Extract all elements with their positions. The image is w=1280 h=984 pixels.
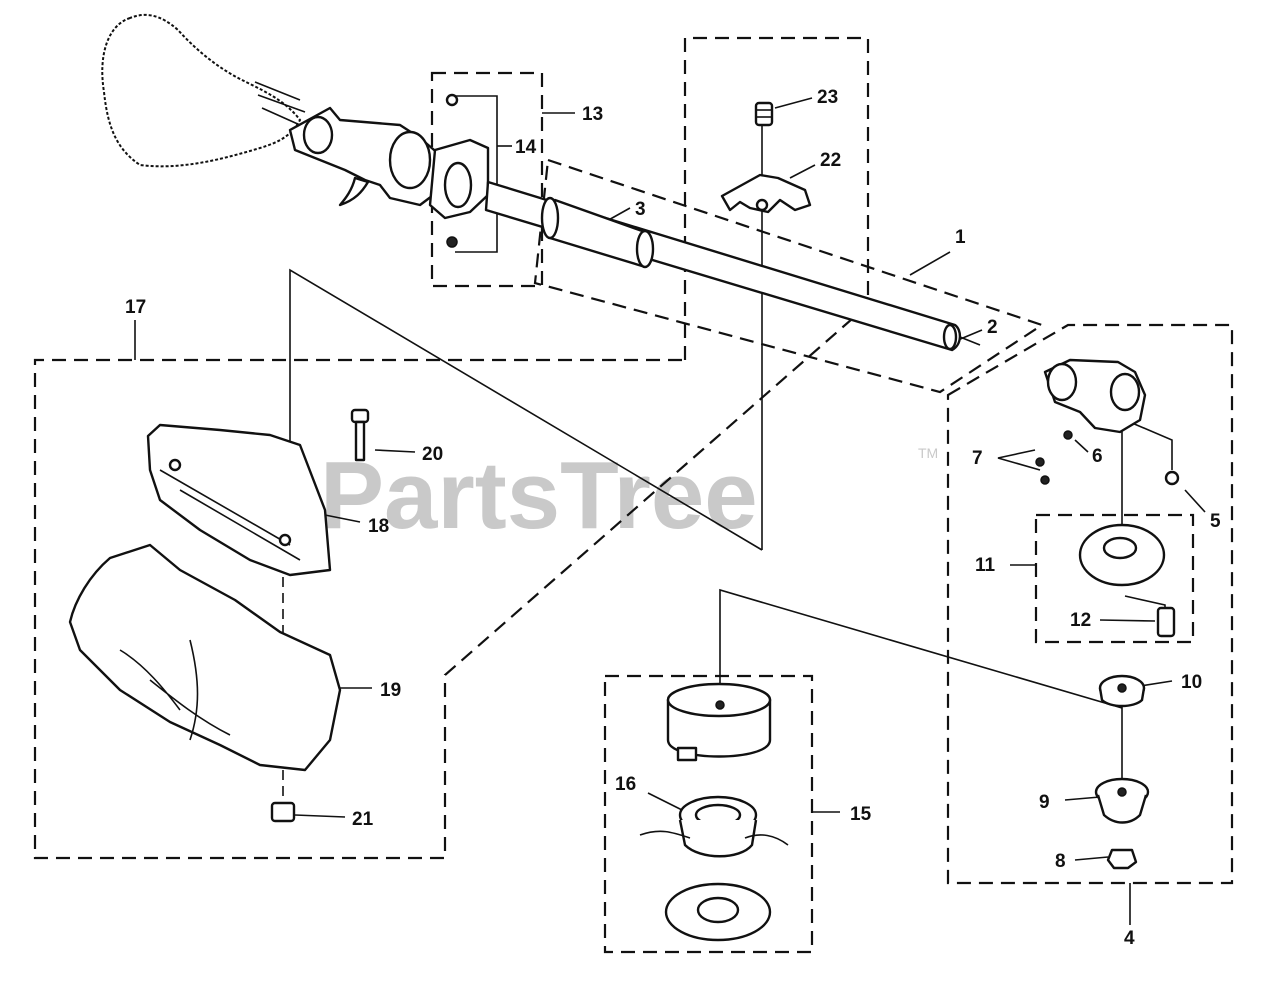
callout-17: 17 [125, 297, 146, 318]
bracket-14 [455, 95, 498, 253]
nut-21-icon [270, 801, 296, 823]
callout-21: 21 [352, 809, 374, 830]
foam-grip-icon [540, 196, 655, 269]
shield-19-icon [68, 543, 342, 772]
callout-15: 15 [850, 804, 872, 825]
callout-11: 11 [975, 555, 996, 576]
leader-8 [1074, 856, 1109, 861]
spool-reference-line [719, 588, 1123, 709]
callout-18: 18 [368, 516, 389, 537]
bracket-22-icon [720, 173, 812, 214]
leader-7 [997, 449, 1041, 471]
screw-20-icon [350, 408, 370, 462]
group-box-shaft-upper [33, 36, 870, 860]
leader-16 [647, 792, 683, 811]
callout-20: 20 [422, 444, 443, 465]
group-box-13 [430, 71, 544, 288]
callout-16: 16 [615, 774, 636, 795]
callout-14: 14 [515, 137, 537, 158]
bolt-23-icon [754, 101, 774, 127]
watermark-text: PartsTree [320, 442, 758, 549]
leader-21 [294, 814, 346, 818]
leader-1 [909, 251, 951, 276]
group-box-4 [946, 323, 1234, 885]
callout-9: 9 [1039, 792, 1050, 813]
group-box-15 [603, 674, 814, 954]
washer-10-icon [1098, 674, 1146, 708]
leader-12 [1099, 619, 1156, 622]
callout-1: 1 [955, 227, 966, 248]
callout-3: 3 [635, 199, 646, 220]
watermark-trademark: TM [918, 445, 938, 461]
leader-9 [1064, 796, 1101, 801]
leader-6 [1074, 439, 1089, 453]
leader-10 [1139, 680, 1173, 687]
callout-19: 19 [380, 680, 401, 701]
callout-8: 8 [1055, 851, 1066, 872]
callout-6: 6 [1092, 446, 1103, 467]
cover-11-icon [1078, 523, 1176, 638]
callout-13: 13 [582, 104, 603, 125]
callout-2: 2 [987, 317, 998, 338]
callout-23: 23 [817, 87, 838, 108]
clamp-icon [428, 93, 490, 248]
callout-4: 4 [1124, 928, 1135, 949]
group-box-1 [533, 158, 1045, 394]
guard-reference-line [289, 268, 763, 551]
callout-10: 10 [1181, 672, 1202, 693]
bolt-5-line [1124, 419, 1173, 470]
callout-7: 7 [972, 448, 983, 469]
engine-housing-icon [101, 13, 306, 168]
leader-5 [1184, 489, 1206, 513]
nut-8-icon [1106, 848, 1138, 870]
callout-5: 5 [1210, 511, 1221, 532]
leader-22 [789, 164, 816, 179]
adapter-9-icon [1094, 777, 1150, 824]
throttle-housing-icon [288, 106, 442, 207]
leader-18 [324, 514, 361, 523]
callout-12: 12 [1070, 610, 1091, 631]
leader-23 [774, 97, 813, 109]
trimmer-spool-icon [639, 682, 789, 942]
leader-20 [374, 449, 416, 453]
gearbox-head-icon [1035, 358, 1180, 486]
debris-guard-icon [146, 423, 332, 577]
callout-22: 22 [820, 150, 841, 171]
